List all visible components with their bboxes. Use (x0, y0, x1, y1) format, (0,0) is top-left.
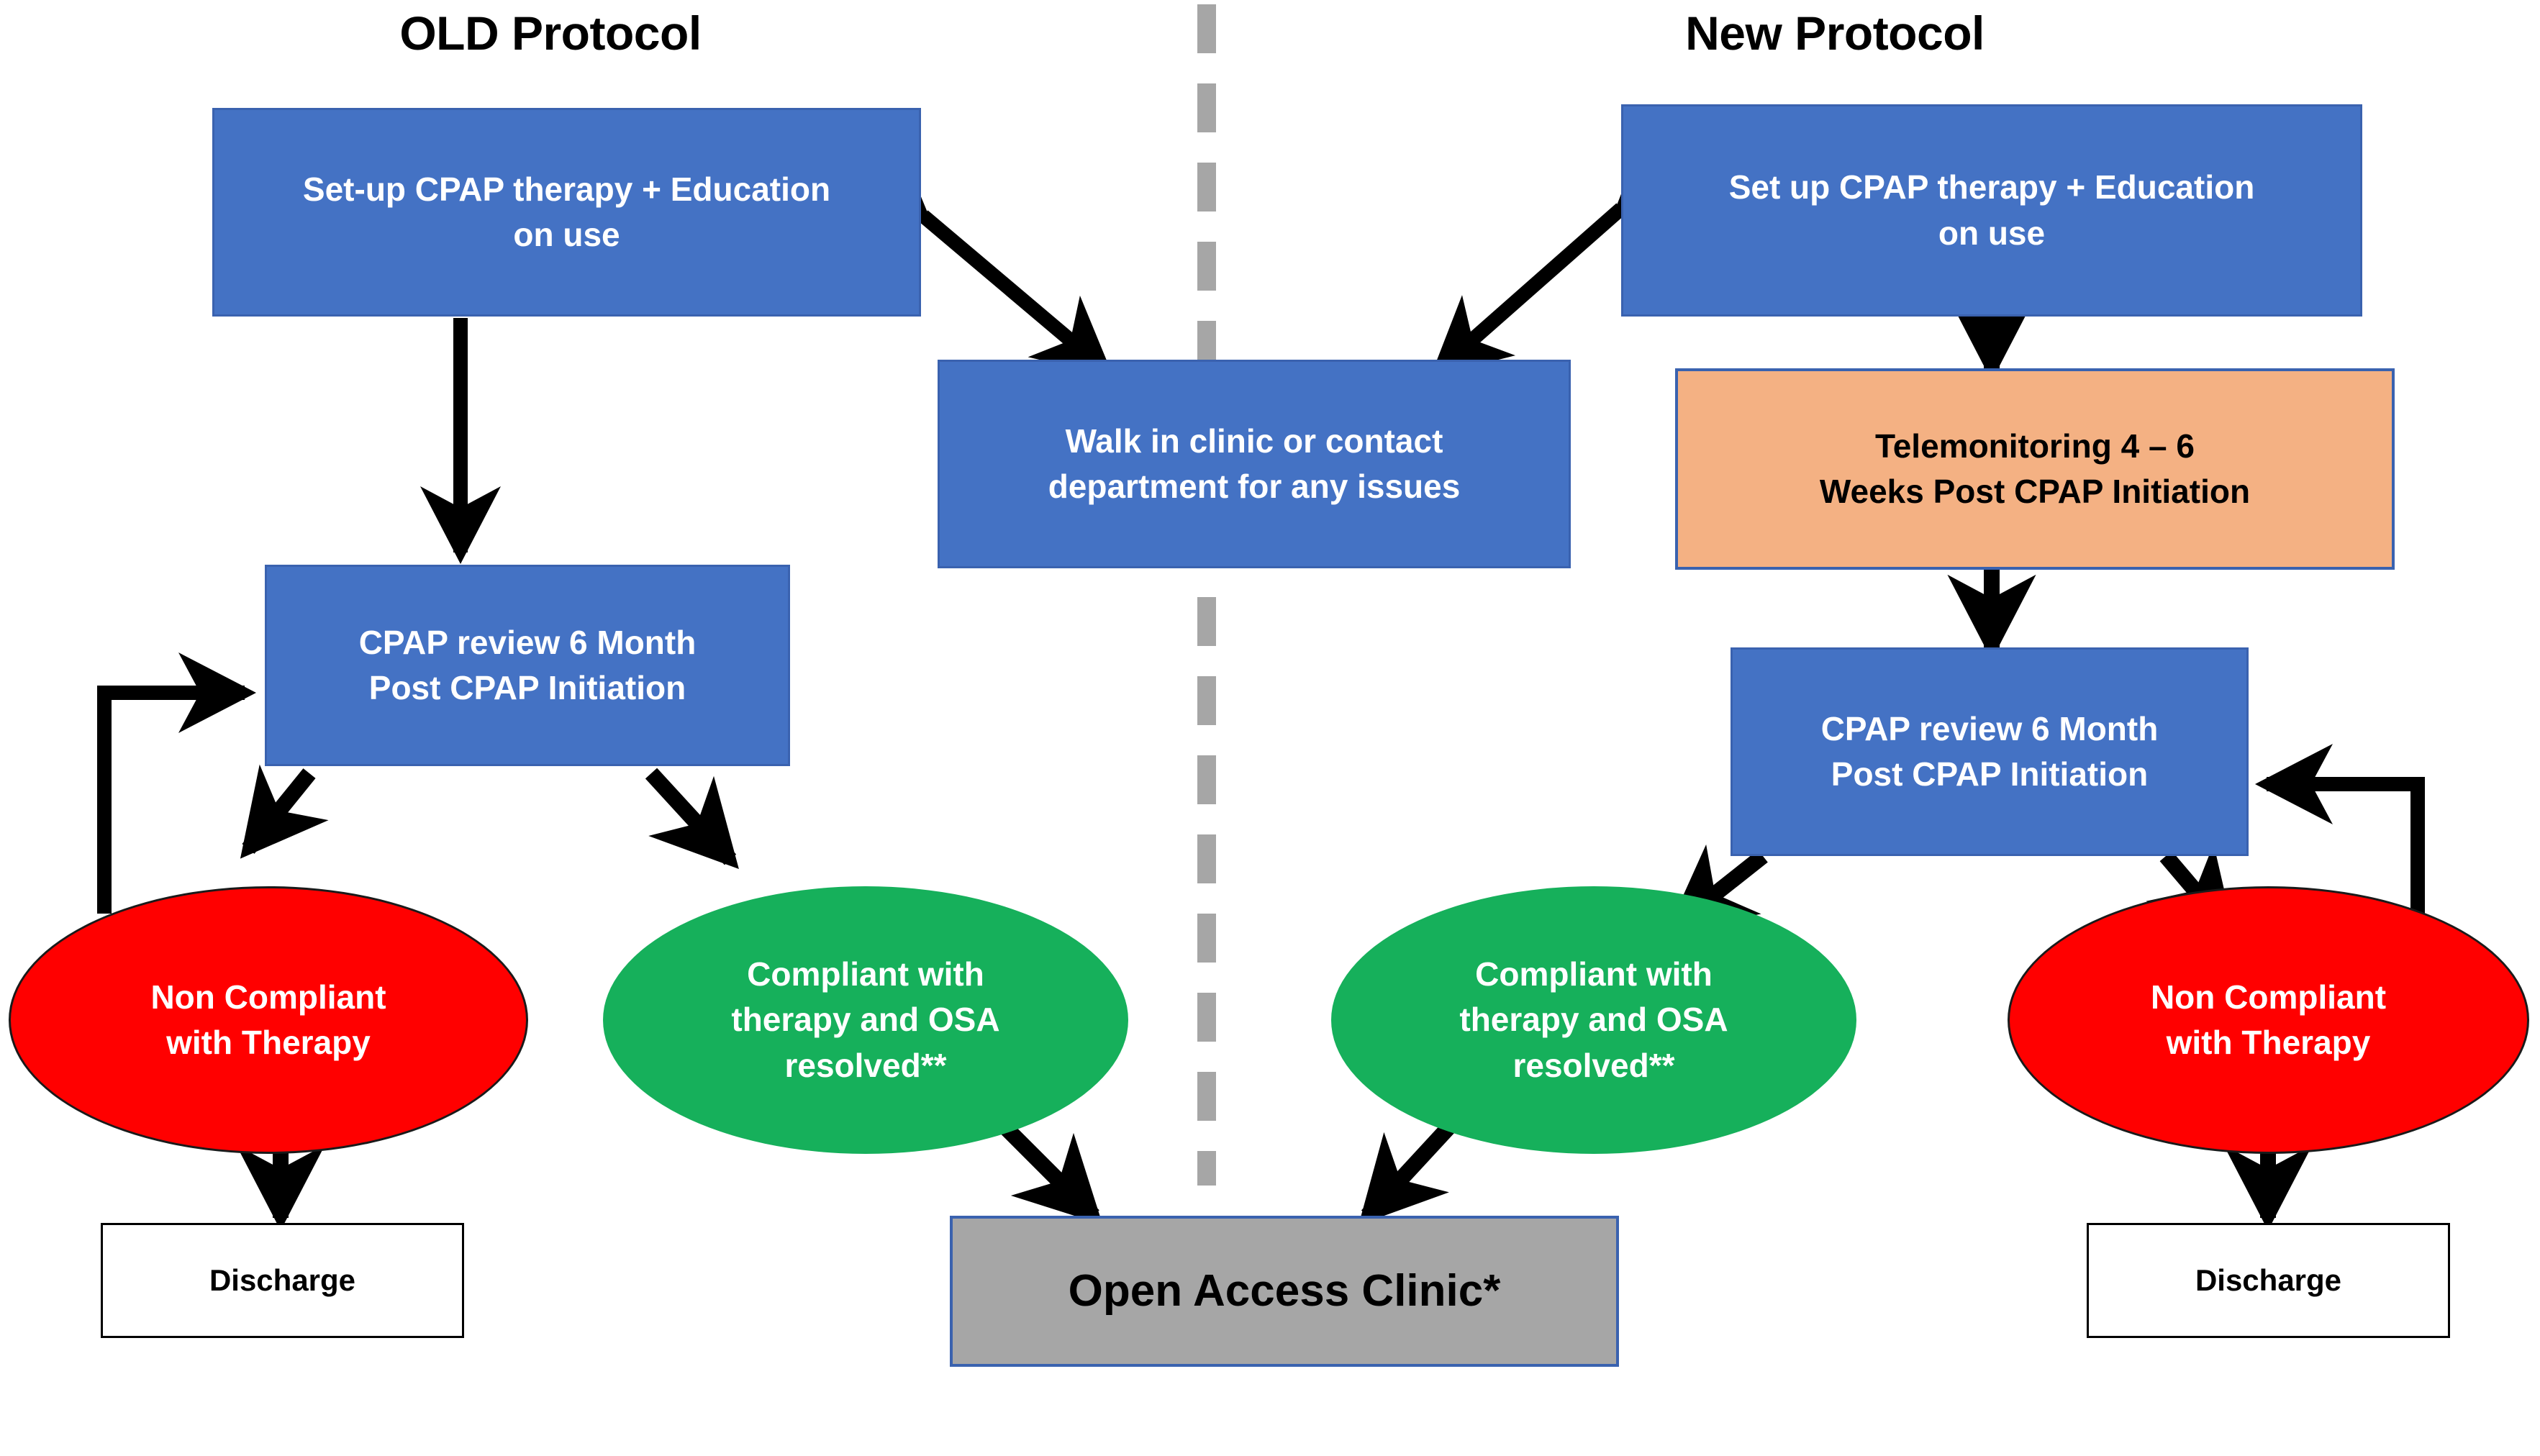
node-new-compliant[interactable]: Compliant with therapy and OSA resolved*… (1331, 886, 1856, 1154)
node-new-discharge[interactable]: Discharge (2087, 1223, 2450, 1338)
node-new-non-compliant[interactable]: Non Compliant with Therapy (2008, 886, 2529, 1154)
node-old-discharge[interactable]: Discharge (101, 1223, 464, 1338)
divider-dash (1197, 1151, 1216, 1186)
node-telemonitoring[interactable]: Telemonitoring 4 – 6 Weeks Post CPAP Ini… (1675, 368, 2395, 570)
node-open-access-clinic[interactable]: Open Access Clinic* (950, 1216, 1619, 1367)
divider-dash (1197, 83, 1216, 132)
node-old-setup[interactable]: Set-up CPAP therapy + Education on use (212, 108, 921, 317)
edge-old-compliant-to-open-access (994, 1116, 1103, 1225)
divider-dash (1197, 834, 1216, 883)
divider-dash (1197, 676, 1216, 725)
node-old-non-compliant[interactable]: Non Compliant with Therapy (9, 886, 528, 1154)
divider-dash (1197, 1072, 1216, 1121)
edge-old-review-to-compliant (645, 768, 739, 869)
divider-dash (1197, 163, 1216, 211)
node-old-compliant[interactable]: Compliant with therapy and OSA resolved*… (603, 886, 1128, 1154)
edge-new-setup-to-walkin (1430, 135, 1698, 377)
divider-dash (1197, 755, 1216, 804)
divider-dash (1197, 4, 1216, 53)
edge-new-compliant-to-open-access (1359, 1116, 1460, 1225)
node-old-review[interactable]: CPAP review 6 Month Post CPAP Initiation (265, 565, 790, 766)
edge-old-setup-to-walkin (846, 142, 1114, 377)
divider-dash (1197, 914, 1216, 963)
divider-dash (1197, 597, 1216, 646)
divider-dash (1197, 242, 1216, 291)
divider-dash (1197, 993, 1216, 1042)
old-protocol-heading: OLD Protocol (399, 6, 702, 60)
edge-old-review-to-noncompliant (240, 764, 329, 859)
node-walk-in-clinic[interactable]: Walk in clinic or contact department for… (938, 360, 1571, 568)
new-protocol-heading: New Protocol (1685, 6, 1985, 60)
edge-old-noncompliant-feedback (97, 652, 257, 914)
node-new-setup[interactable]: Set up CPAP therapy + Education on use (1621, 104, 2362, 317)
node-new-review[interactable]: CPAP review 6 Month Post CPAP Initiation (1731, 647, 2249, 856)
